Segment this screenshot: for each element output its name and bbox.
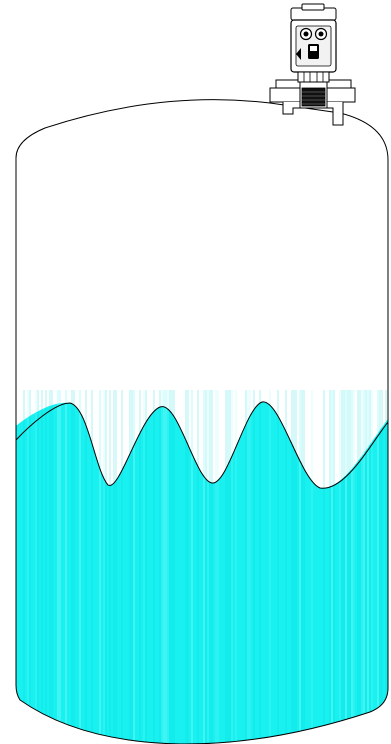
liquid-surface-outline <box>15 401 389 489</box>
liquid-texture <box>16 390 388 744</box>
liquid-body <box>16 390 388 744</box>
tank-shell <box>15 99 389 744</box>
sensor-indicator <box>296 48 301 60</box>
flange-step-left <box>275 79 301 89</box>
sensor-lens-icon <box>314 27 328 41</box>
sensor-cap-top <box>301 3 325 11</box>
sensor-display-icon <box>308 44 319 59</box>
flange-step-right <box>326 79 352 89</box>
flange-mount <box>269 79 356 126</box>
antenna-thread <box>301 87 326 107</box>
sensor-collar <box>297 71 330 83</box>
radar-level-transmitter <box>290 3 337 83</box>
sensor-lens-icon <box>299 27 313 41</box>
